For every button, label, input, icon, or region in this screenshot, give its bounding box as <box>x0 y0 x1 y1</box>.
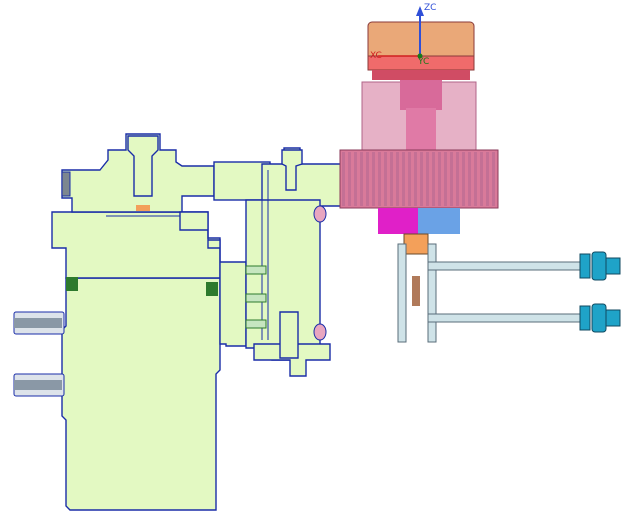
origin-marker <box>417 53 423 59</box>
gear-tooth <box>492 152 495 206</box>
gear-tooth <box>474 152 477 206</box>
top-cap-band-2 <box>372 70 470 80</box>
gear-tooth <box>396 152 399 206</box>
magenta-block[interactable] <box>378 208 418 234</box>
pink-bead-top <box>313 205 327 223</box>
gear-tooth <box>348 152 351 206</box>
green-rod-2 <box>245 293 267 303</box>
gear-tooth <box>462 152 465 206</box>
orange-nozzle[interactable] <box>403 233 429 255</box>
gear-tooth <box>408 152 411 206</box>
sprue-orange <box>136 205 150 211</box>
gear-tooth <box>420 152 423 206</box>
gear-tooth <box>366 152 369 206</box>
gear-teeth <box>342 152 495 206</box>
port-upper-inner <box>14 318 62 328</box>
green-insert-left <box>66 277 78 291</box>
runner-left-arm[interactable] <box>179 211 247 347</box>
hot-runner-assembly[interactable] <box>339 21 621 343</box>
gear-tooth <box>438 152 441 206</box>
gear-tooth <box>378 152 381 206</box>
ejector-pin-top[interactable] <box>281 149 303 191</box>
runner-horizontal-left[interactable] <box>213 161 271 201</box>
gear-tooth <box>372 152 375 206</box>
green-rod-3 <box>245 319 267 329</box>
pink-bead-bottom <box>313 323 327 341</box>
green-insert-right <box>206 282 218 296</box>
z-axis-label: ZC <box>424 3 436 13</box>
gear-tooth <box>468 152 471 206</box>
x-axis-label: XC <box>370 51 382 61</box>
gear-tooth <box>402 152 405 206</box>
cooling-tube-lower[interactable] <box>427 313 591 323</box>
gear-tooth <box>486 152 489 206</box>
fitting-lower[interactable] <box>579 303 621 333</box>
rod-vertical-right[interactable] <box>427 243 437 343</box>
gear-tooth <box>480 152 483 206</box>
wcs-triad: ZC XC YC <box>370 3 436 67</box>
green-rod-1 <box>245 265 267 275</box>
housing-stem <box>406 108 436 152</box>
gear-tooth <box>390 152 393 206</box>
z-axis-arrow <box>416 6 424 16</box>
ejector-pin-bottom[interactable] <box>279 311 299 359</box>
gear-tooth <box>450 152 453 206</box>
rod-vertical-left[interactable] <box>397 243 407 343</box>
cooling-tube-upper[interactable] <box>427 261 591 271</box>
gear-tooth <box>426 152 429 206</box>
gear-tooth <box>354 152 357 206</box>
sprue-bushing[interactable] <box>127 135 159 197</box>
gear-tooth <box>414 152 417 206</box>
gear-tooth <box>456 152 459 206</box>
runner-lower-plate[interactable] <box>253 343 331 377</box>
main-block-body[interactable] <box>61 277 221 511</box>
y-axis-label: YC <box>417 57 429 67</box>
gear-tooth <box>384 152 387 206</box>
upper-plate-left-notch <box>61 171 71 197</box>
port-lower-inner <box>14 380 62 390</box>
gear-tooth <box>432 152 435 206</box>
fitting-upper[interactable] <box>579 251 621 281</box>
housing-core <box>400 80 442 110</box>
gear-tooth <box>444 152 447 206</box>
main-block[interactable] <box>13 133 221 511</box>
spring-coil <box>412 276 420 306</box>
gear-tooth <box>342 152 345 206</box>
gear-tooth <box>360 152 363 206</box>
blue-block[interactable] <box>418 208 460 234</box>
